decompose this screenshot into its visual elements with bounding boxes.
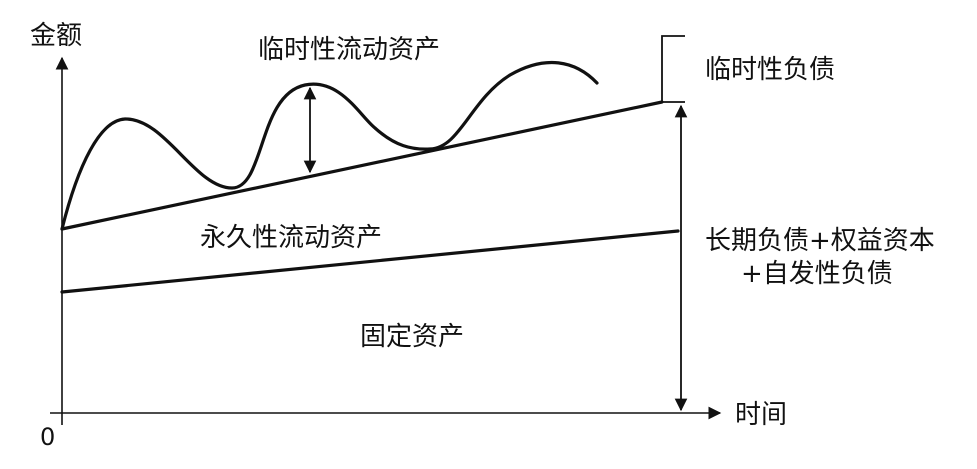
temporary-assets-curve: [60, 60, 599, 231]
fixed-assets-label: 固定资产: [360, 322, 464, 352]
x-axis-label: 时间: [735, 400, 787, 430]
temporary-current-assets-label: 临时性流动资产: [258, 35, 440, 65]
y-axis-label: 金额: [30, 21, 82, 51]
origin-label: 0: [40, 423, 55, 451]
permanent-current-assets-label: 永久性流动资产: [200, 223, 382, 253]
fixed-assets-line: [60, 229, 680, 294]
permanent-assets-line: [60, 100, 664, 231]
temporary-liabilities-bracket: [661, 35, 685, 103]
long-term-liabilities-label: 长期负债+权益资本: [705, 226, 935, 256]
spontaneous-liabilities-label: +自发性负债: [741, 259, 893, 289]
temporary-liabilities-label: 临时性负债: [705, 55, 835, 85]
